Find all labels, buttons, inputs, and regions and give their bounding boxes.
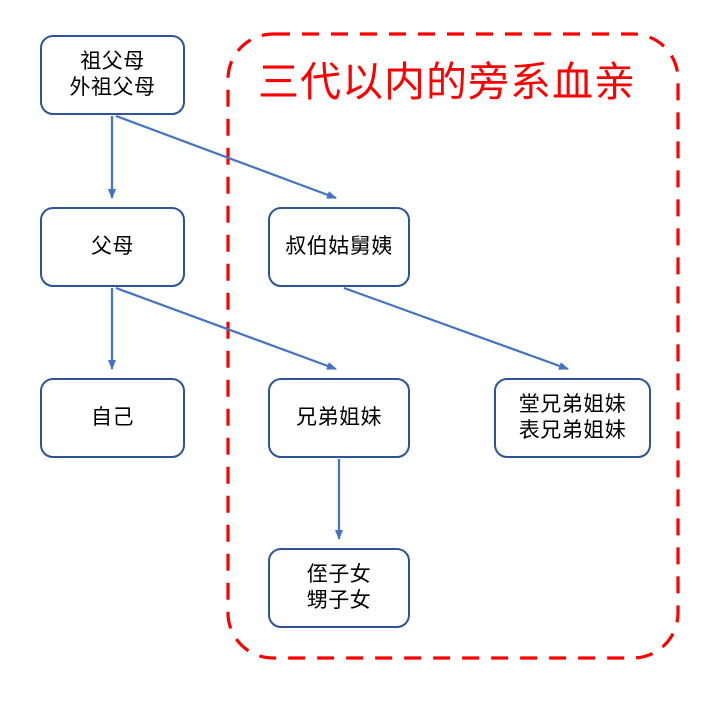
node-parents-line-1: 父母 — [91, 235, 134, 259]
node-cousins[interactable]: 堂兄弟姐妹 表兄弟姐妹 — [494, 378, 651, 458]
node-nephews-nieces-line-1: 侄子女 — [306, 563, 372, 587]
node-cousins-line-1: 堂兄弟姐妹 — [518, 393, 627, 417]
collateral-region-outline — [226, 32, 680, 660]
node-grandparents-line-2: 外祖父母 — [69, 76, 156, 99]
node-uncles-aunts-line-1: 叔伯姑舅姨 — [285, 235, 393, 259]
node-nephews-nieces[interactable]: 侄子女 甥子女 — [268, 548, 410, 628]
node-grandparents-line-1: 祖父母 — [80, 50, 145, 74]
node-grandparents[interactable]: 祖父母 外祖父母 — [40, 35, 185, 115]
node-self-line-1: 自己 — [91, 406, 134, 430]
node-siblings-line-1: 兄弟姐妹 — [296, 406, 382, 430]
edge-uncles-cousins — [343, 286, 569, 371]
edge-parents-siblings — [115, 286, 337, 371]
collateral-region-title: 三代以内的旁系血亲 — [258, 59, 636, 105]
node-uncles-aunts[interactable]: 叔伯姑舅姨 — [268, 207, 410, 287]
node-nephews-nieces-line-2: 甥子女 — [306, 589, 372, 612]
node-parents[interactable]: 父母 — [40, 207, 185, 287]
edge-grandparents-uncles — [115, 114, 337, 200]
node-siblings[interactable]: 兄弟姐妹 — [268, 378, 410, 458]
node-cousins-line-2: 表兄弟姐妹 — [518, 419, 627, 442]
node-self[interactable]: 自己 — [40, 378, 185, 458]
